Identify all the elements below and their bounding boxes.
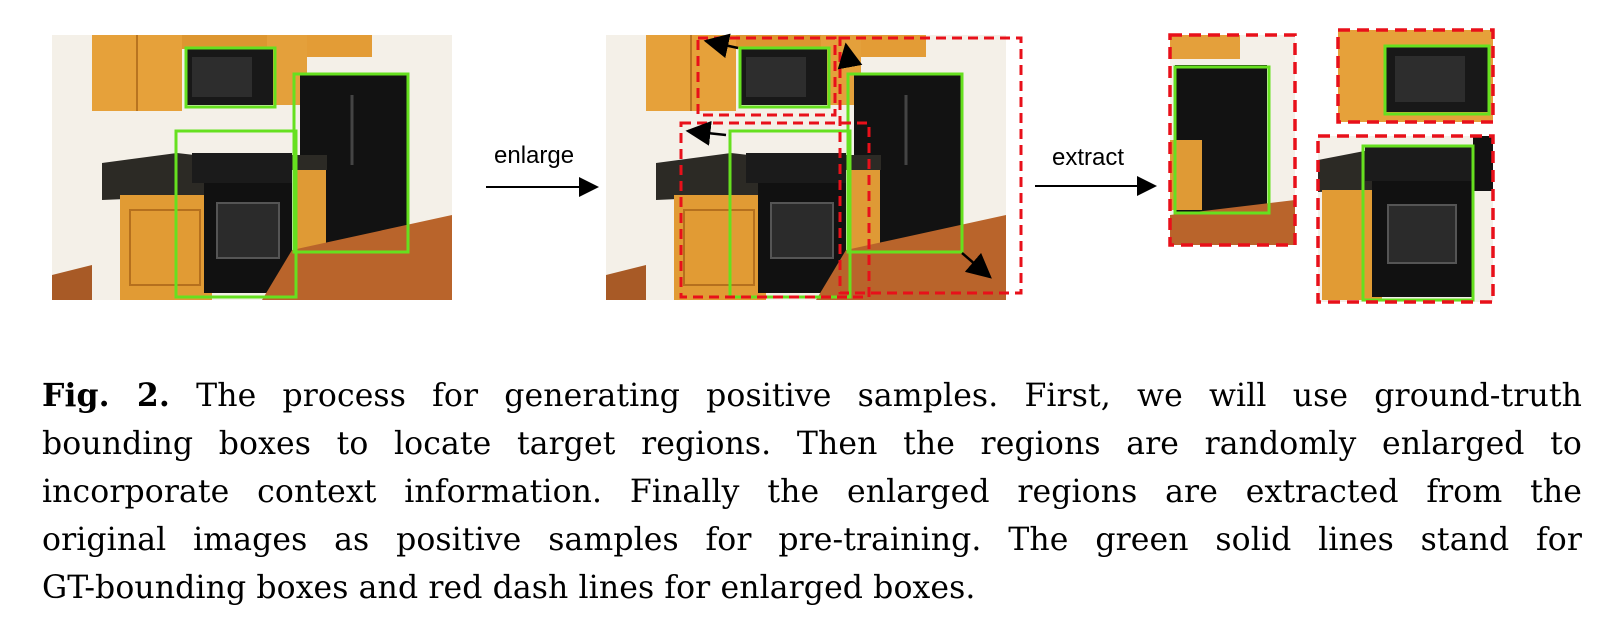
caption-line-1: Fig. 2. The process for generating posit… [42,377,1582,414]
figure-label: Fig. 2. [42,377,170,414]
gt-box-stove [174,129,298,299]
original-image-panel [50,33,454,302]
caption-line-3: incorporate context information. Finally… [42,474,1582,510]
extracted-microwave-sample [1336,28,1495,124]
enlarged-box-stove [679,121,871,299]
extracted-stove-sample [1316,134,1495,304]
extracted-fridge-sample [1168,33,1297,247]
caption-line-2: bounding boxes to locate target regions.… [42,426,1582,462]
gt-box-microwave [184,46,277,109]
caption-line-5: GT-bounding boxes and red dash lines for… [42,570,976,606]
enlarged-box-microwave [696,36,837,117]
figure-illustration [50,28,1495,304]
figure-caption: Fig. 2. The process for generating posit… [42,372,1582,612]
extract-label: extract [1052,144,1125,171]
enlarged-box-fridge [838,36,1023,295]
enlarged-image-panel [604,33,1023,302]
enlarge-label: enlarge [494,142,575,169]
caption-line-4: original images as positive samples for … [42,522,1582,558]
gt-box-fridge [292,72,410,254]
